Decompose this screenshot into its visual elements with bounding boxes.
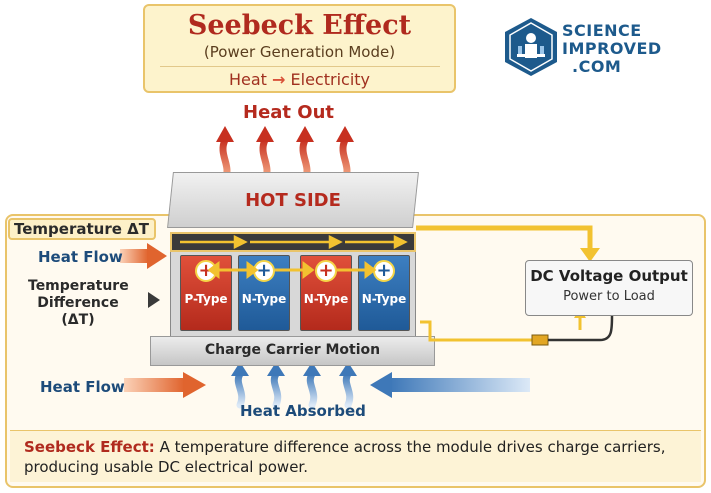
title-flow: Heat → Electricity — [145, 69, 454, 91]
flow-to-label: Electricity — [290, 70, 371, 89]
page-title: Seebeck Effect — [187, 10, 412, 41]
caption-box: Seebeck Effect: A temperature difference… — [10, 430, 701, 482]
logo-line-2: IMPROVED — [562, 39, 662, 58]
leg-label: N-Type — [303, 292, 349, 306]
leg-4: + N-Type — [358, 255, 410, 331]
logo-line-1: SCIENCE — [562, 21, 642, 40]
heat-absorbed-label: Heat Absorbed — [240, 402, 366, 420]
dc-output-subtitle: Power to Load — [563, 289, 655, 304]
leg-label: P-Type — [184, 292, 228, 306]
arrow-right-icon: → — [272, 70, 286, 89]
flow-from-label: Heat — [228, 70, 267, 89]
scientist-hexagon-icon — [505, 18, 557, 76]
heat-flow-label-bottom: Heat Flow — [40, 378, 125, 396]
charge-carrier-label: Charge Carrier Motion — [204, 342, 381, 358]
logo-line-3: .COM — [572, 57, 622, 76]
leg-label: N-Type — [241, 292, 287, 306]
heat-flow-label-top: Heat Flow — [38, 248, 123, 266]
caption-body: A temperature difference across the modu… — [24, 438, 666, 476]
title-divider — [159, 66, 440, 67]
caption-head: Seebeck Effect: — [24, 438, 155, 456]
heat-out-label: Heat Out — [243, 102, 335, 123]
page-subtitle: (Power Generation Mode) — [203, 43, 396, 61]
temperature-difference-line-1: Temperature — [28, 278, 129, 294]
cold-side-plate — [150, 336, 435, 366]
dc-output-box: DC Voltage Output Power to Load — [525, 260, 693, 316]
dc-output-title: DC Voltage Output — [530, 267, 688, 285]
logo-text: SCIENCE IMPROVED .COM — [562, 22, 662, 76]
temperature-difference-label: Temperature Difference (ΔT) — [28, 278, 129, 329]
temperature-difference-line-2: Difference (ΔT) — [37, 295, 119, 328]
title-box: Seebeck Effect (Power Generation Mode) H… — [143, 4, 456, 93]
hot-side-label: HOT SIDE — [245, 190, 341, 211]
leg-label: N-Type — [361, 292, 407, 306]
temperature-delta-label: Temperature ΔT — [8, 218, 156, 240]
